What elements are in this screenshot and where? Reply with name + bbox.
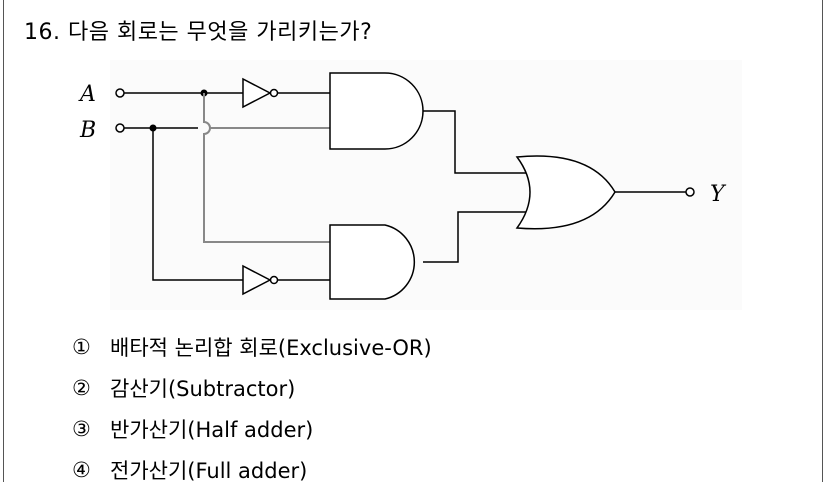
choice-4[interactable]: ④ 전가산기(Full adder) (72, 449, 432, 490)
logic-circuit-diagram: A B Y (78, 60, 742, 310)
input-b-label: B (79, 118, 96, 143)
not-gate-b (242, 264, 279, 296)
frame-right-border (822, 0, 823, 482)
choice-number: ① (72, 334, 91, 359)
wire-b-branch (152, 128, 243, 281)
choice-1[interactable]: ① 배타적 논리합 회로(Exclusive-OR) (72, 326, 432, 367)
output-terminal (685, 187, 695, 197)
frame-left-border (3, 0, 4, 482)
input-a-label: A (78, 82, 96, 107)
or-gate (515, 155, 616, 230)
and-gate-upper (329, 72, 424, 150)
choice-2[interactable]: ② 감산기(Subtractor) (72, 367, 432, 408)
choice-text: 감산기(Subtractor) (110, 376, 296, 401)
choice-number: ③ (72, 416, 91, 441)
choice-text: 전가산기(Full adder) (110, 458, 308, 483)
question-text: 16. 다음 회로는 무엇을 가리키는가? (24, 20, 373, 45)
input-b-terminal (115, 123, 125, 133)
and-gate-lower (329, 224, 416, 300)
wire-and2-to-or (423, 211, 526, 263)
input-a-terminal (115, 88, 125, 98)
choice-3[interactable]: ③ 반가산기(Half adder) (72, 408, 432, 449)
choice-number: ④ (72, 457, 91, 482)
choice-text: 배타적 논리합 회로(Exclusive-OR) (110, 335, 432, 360)
wire-and1-to-or (423, 110, 526, 174)
not-gate-a (242, 77, 279, 109)
diagram-background (110, 60, 742, 310)
wire-a-branch (203, 93, 330, 243)
choice-text: 반가산기(Half adder) (110, 417, 314, 442)
choice-number: ② (72, 375, 91, 400)
answer-choices: ① 배타적 논리합 회로(Exclusive-OR) ② 감산기(Subtrac… (72, 326, 432, 490)
output-y-label: Y (710, 182, 727, 207)
